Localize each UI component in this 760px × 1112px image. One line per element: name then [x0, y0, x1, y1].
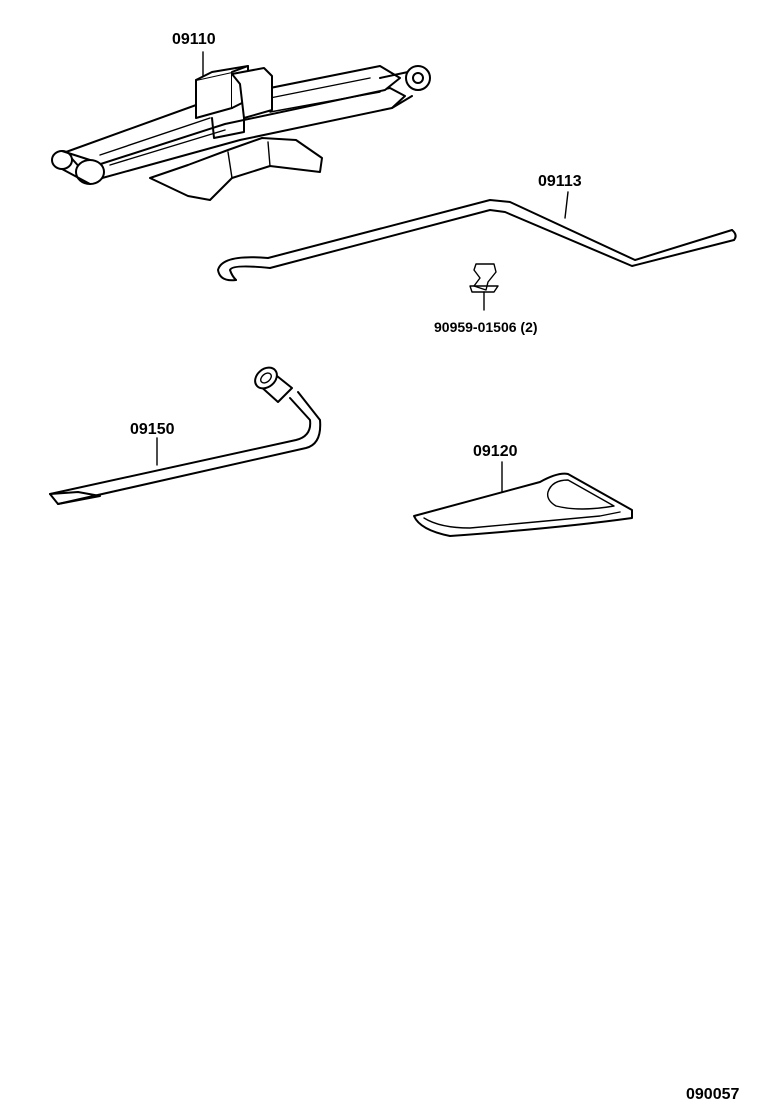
part-number-cover: 09120 — [473, 443, 518, 460]
part-number-handle: 09113 — [538, 173, 582, 190]
scissor-jack-icon — [51, 51, 431, 201]
part-number-wrench: 09150 — [130, 421, 175, 438]
clip-icon — [469, 263, 499, 311]
jack-handle-icon — [217, 191, 737, 282]
lug-wrench-icon — [49, 366, 322, 505]
figure-id: 090057 — [686, 1086, 740, 1103]
tool-tray-icon — [413, 461, 633, 537]
part-number-jack: 09110 — [172, 31, 216, 48]
part-number-clip: 90959-01506 (2) — [434, 319, 538, 335]
